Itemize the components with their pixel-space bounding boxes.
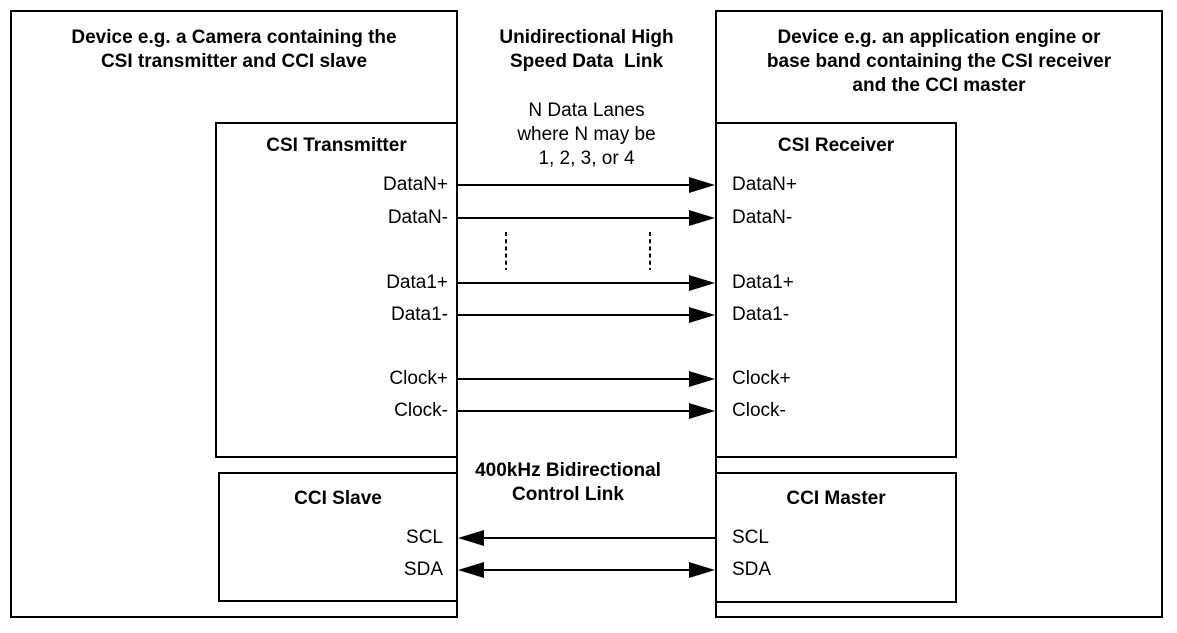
csi-receiver-title: CSI Receiver — [777, 135, 895, 156]
arrow-dataN-minus — [458, 210, 715, 226]
tx-pin-data1-plus: Data1+ — [386, 272, 448, 293]
right-device-title: Device e.g. an application engine or bas… — [766, 27, 1112, 96]
csi-transmitter-box — [215, 122, 458, 458]
rx-pin-data1-minus: Data1- — [732, 304, 790, 325]
tx-pin-clock-plus: Clock+ — [389, 368, 448, 389]
cci-slave-title: CCI Slave — [294, 488, 382, 509]
control-link-title: 400kHz Bidirectional Control Link — [475, 460, 661, 505]
master-pin-sda: SDA — [732, 559, 772, 580]
data-link-title: Unidirectional High Speed Data Link — [499, 27, 674, 72]
csi-receiver-box — [715, 122, 957, 458]
arrow-data1-minus — [458, 307, 715, 323]
slave-pin-sda: SDA — [403, 559, 443, 580]
cci-master-title: CCI Master — [786, 488, 886, 509]
rx-pin-dataN-plus: DataN+ — [732, 174, 797, 195]
left-device-title: Device e.g. a Camera containing the CSI … — [71, 27, 397, 72]
rx-pin-clock-plus: Clock+ — [732, 368, 791, 389]
csi-transmitter-title: CSI Transmitter — [266, 135, 407, 156]
arrow-sda — [458, 562, 715, 578]
cci-master-box — [715, 472, 957, 603]
arrow-clock-minus — [458, 403, 715, 419]
arrow-clock-plus — [458, 371, 715, 387]
arrow-dataN-plus — [458, 177, 715, 193]
master-pin-scl: SCL — [732, 527, 769, 548]
rx-pin-dataN-minus: DataN- — [732, 207, 793, 228]
tx-pin-dataN-minus: DataN- — [387, 207, 448, 228]
arrow-data1-plus — [458, 275, 715, 291]
link-arrows-layer — [458, 177, 715, 578]
arrow-scl — [458, 530, 715, 546]
tx-pin-data1-minus: Data1- — [390, 304, 448, 325]
cci-slave-box — [218, 472, 458, 602]
slave-pin-scl: SCL — [406, 527, 443, 548]
rx-pin-data1-plus: Data1+ — [732, 272, 794, 293]
tx-pin-clock-minus: Clock- — [394, 400, 448, 421]
rx-pin-clock-minus: Clock- — [732, 400, 786, 421]
data-link-note: N Data Lanes where N may be 1, 2, 3, or … — [517, 100, 656, 169]
tx-pin-dataN-plus: DataN+ — [383, 174, 448, 195]
